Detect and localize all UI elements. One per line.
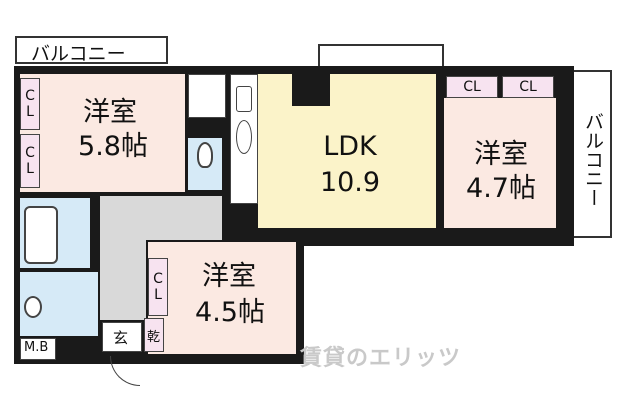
south-bedroom-name: 洋室 (202, 261, 256, 292)
washbasin-icon (24, 296, 42, 318)
balcony-top-middle (318, 44, 444, 68)
dryer-label: 乾 (147, 330, 161, 345)
entrance: 玄 (102, 322, 142, 352)
watermark: 賃貸のエリッツ (300, 340, 461, 372)
ldk-pillar (292, 66, 330, 106)
stove-icon (236, 86, 252, 112)
west-bedroom (20, 74, 185, 192)
dryer: 乾 (144, 318, 164, 352)
balcony-right-label: バルコニー (582, 112, 604, 207)
closet-east-2: CL (502, 76, 554, 98)
east-bedroom-size: 4.7帖 (466, 173, 536, 204)
fridge-space (188, 74, 226, 118)
ldk-name: LDK (323, 131, 377, 162)
east-bedroom-name: 洋室 (474, 139, 528, 170)
west-bedroom-name: 洋室 (83, 97, 137, 128)
kitchen-counter (230, 74, 258, 204)
south-bedroom (148, 242, 296, 354)
corridor (100, 196, 222, 240)
closet-south: CL (148, 258, 168, 316)
entrance-label: 玄 (113, 329, 129, 347)
corridor-lower (100, 238, 146, 320)
closet-east-1: CL (446, 76, 498, 98)
balcony-right: バルコニー (572, 70, 612, 238)
toilet-icon (197, 142, 213, 168)
east-bedroom (444, 98, 556, 228)
ldk-size: 10.9 (319, 167, 381, 198)
bathtub-icon (24, 206, 58, 264)
meter-box: M.B (20, 338, 56, 360)
closet-west-2: CL (20, 134, 40, 188)
watermark-text: 賃貸のエリッツ (300, 346, 462, 371)
south-bedroom-size: 4.5帖 (195, 297, 265, 328)
sink-icon (236, 120, 252, 154)
entrance-door-swing (110, 356, 140, 386)
west-bedroom-size: 5.8帖 (78, 131, 148, 162)
ldk-room (258, 74, 436, 228)
meter-box-label: M.B (24, 340, 49, 355)
closet-west-1: CL (20, 78, 40, 130)
balcony-top-left: バルコニー (15, 36, 168, 65)
balcony-top-left-label: バルコニー (31, 43, 126, 65)
